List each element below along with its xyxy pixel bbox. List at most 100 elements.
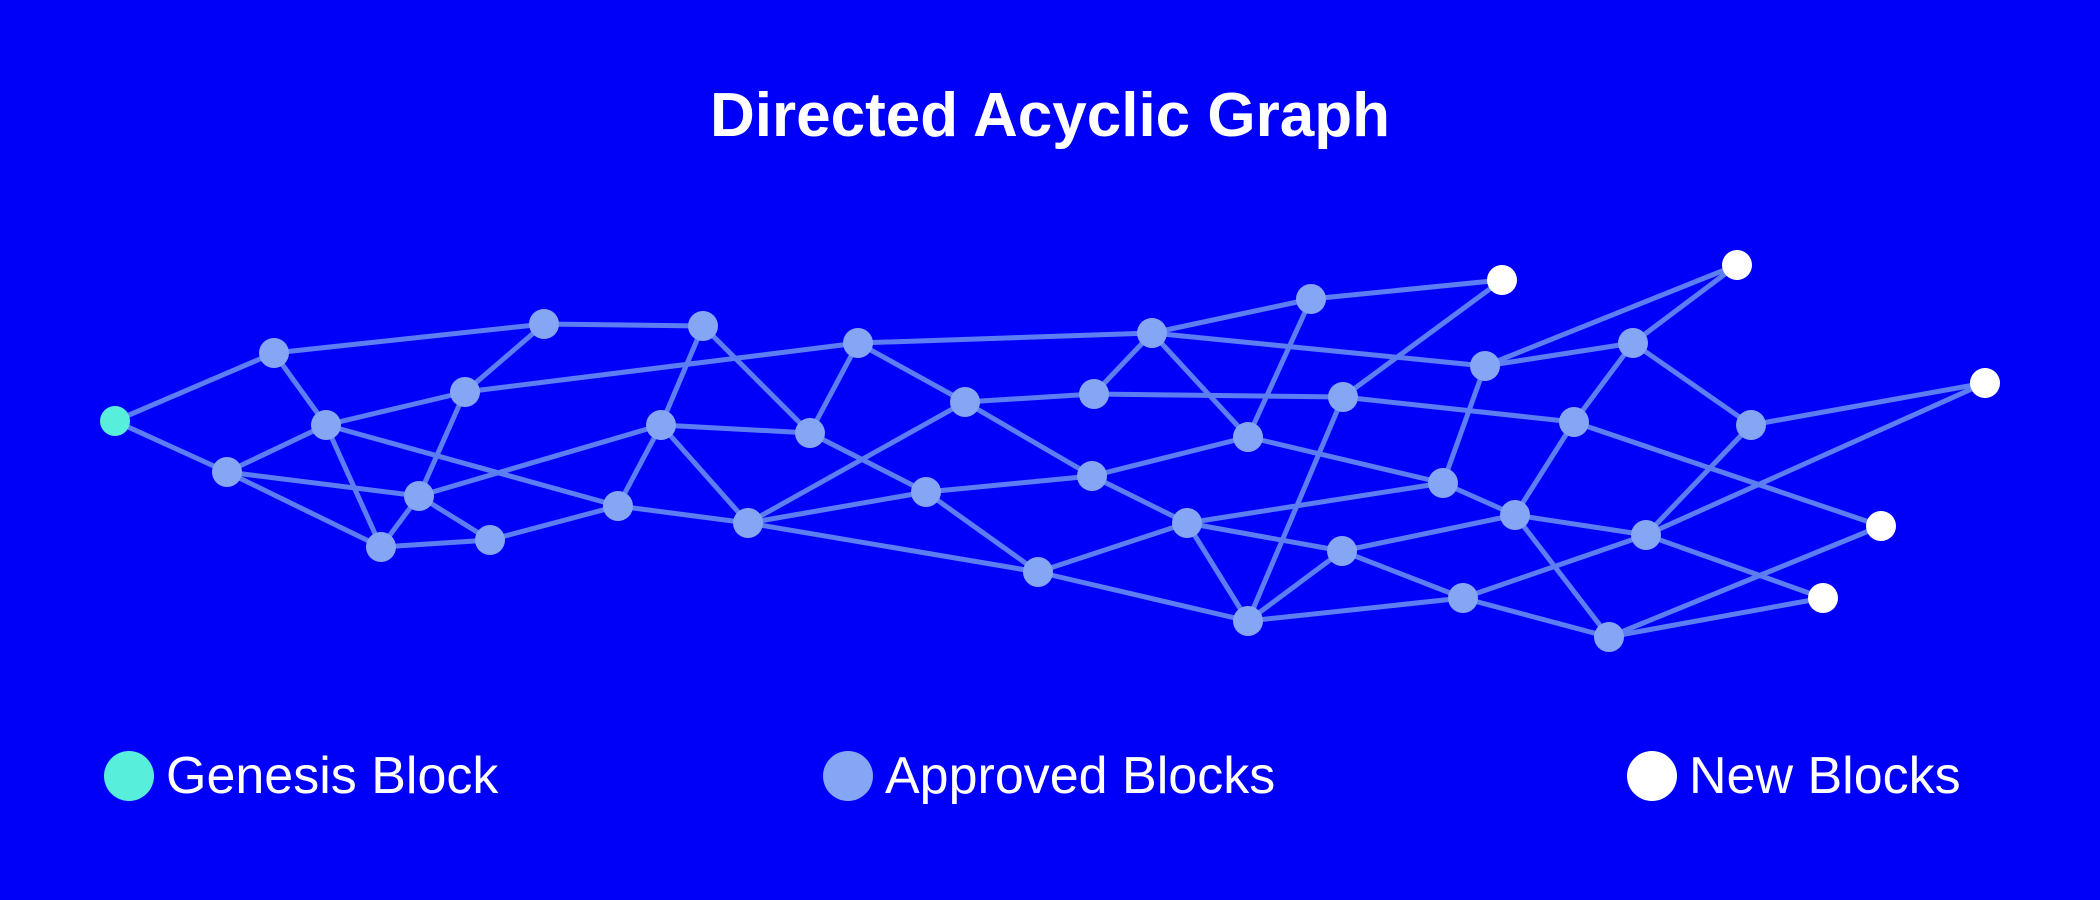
approved-block-node [259,338,289,368]
new-block-node [1808,583,1838,613]
edge-T-V [1089,434,1251,479]
approved-block-node [366,532,396,562]
approved-block-node [311,410,341,440]
edge-D-J [462,340,861,395]
approved-block-node [1137,318,1167,348]
edge-V-P [923,473,1095,495]
approved-block-node [404,481,434,511]
approved-block-node [795,418,825,448]
edge-G-H [378,537,493,550]
approved-block-node [1077,461,1107,491]
approved-block-node [450,377,480,407]
approved-block-node [529,309,559,339]
edge-Y-HH [1245,595,1466,624]
edge-D-F [416,389,468,499]
legend-genesis: Genesis Block [104,748,498,804]
approved-block-node [1328,382,1358,412]
edge-R-S [1149,296,1314,336]
approved-block-node [1327,536,1357,566]
edge-U-N1 [1340,277,1505,400]
approved-block-node [950,387,980,417]
approved-block-node [212,457,242,487]
edge-W-AA [1184,480,1446,526]
edge-C-D [323,389,468,428]
edge-Z-FF [1339,512,1518,554]
edge-BB-N2 [1482,262,1740,369]
edge-L-P [807,430,929,495]
edge-J-R [855,330,1155,346]
edge-J-L [807,340,861,436]
edge-V-W [1089,473,1190,526]
legend-new: New Blocks [1627,748,1961,804]
edge-FF-II [1512,512,1612,640]
edge-M-Q [962,391,1097,405]
graph-edges [112,262,1988,640]
approved-block-node [1448,583,1478,613]
edge-O-P [745,489,929,526]
approved-block-node [1233,422,1263,452]
new-block-node [1970,368,2000,398]
edge-O-M [745,399,968,526]
approved-block-node [1559,407,1589,437]
edge-N-O [615,503,751,526]
approved-block-node [1296,284,1326,314]
approved-block-node [1631,520,1661,550]
legend-label: Genesis Block [166,747,499,805]
edge-E-I [541,321,706,329]
edge-I-K [658,323,706,428]
edge-DD-N4 [1571,419,1884,529]
approved-block-node [646,410,676,440]
approved-block-node [843,328,873,358]
edge-B-F [224,469,422,499]
edge-S-T [1245,296,1314,440]
legend-approved: Approved Blocks [823,748,1275,804]
edge-K-N [615,422,664,509]
edge-CC-DD [1571,340,1636,425]
edge-M-V [962,399,1095,479]
edge-CC-EE [1630,340,1754,428]
edge-Z-HH [1339,548,1466,601]
approved-block-node [1233,606,1263,636]
approved-block-node [1618,328,1648,358]
edge-CC-N2 [1630,262,1740,346]
edge-I-L [700,323,813,436]
diagram-title: Directed Acyclic Graph [710,81,1390,150]
approved-block-node [1023,557,1053,587]
edge-GG-N3 [1643,380,1988,538]
edge-EE-N3 [1748,380,1988,428]
edge-O-X [745,520,1041,575]
approved-block-node [1079,379,1109,409]
edge-B-G [224,469,384,550]
edge-C-G [323,422,384,550]
edge-D-E [462,321,547,395]
approved-block-node [733,508,763,538]
legend-label: New Blocks [1689,747,1961,805]
approved-block-node [1500,500,1530,530]
edge-W-Z [1184,520,1345,554]
edge-W-X [1035,520,1190,575]
edge-W-Y [1184,520,1251,624]
new-block-node [1487,265,1517,295]
edge-K-O [658,422,751,526]
new-dot-icon [1627,751,1677,801]
edge-AA-BB [1440,363,1488,486]
approved-block-node [911,477,941,507]
edge-B-C [224,422,329,475]
edge-II-N4 [1606,523,1884,640]
edge-C-N [323,422,621,509]
edge-GG-HH [1460,532,1649,601]
new-block-node [1866,511,1896,541]
genesis-dot-icon [104,751,154,801]
edge-P-X [923,489,1041,575]
edge-U-DD [1340,394,1577,425]
edge-J-M [855,340,968,405]
edge-T-AA [1245,434,1446,486]
edge-X-Y [1035,569,1251,624]
edge-HH-II [1460,595,1612,640]
edge-DD-FF [1512,419,1577,518]
approved-block-node [688,311,718,341]
graph-nodes [100,250,2000,652]
approved-block-node [1428,468,1458,498]
approved-block-node [1594,622,1624,652]
